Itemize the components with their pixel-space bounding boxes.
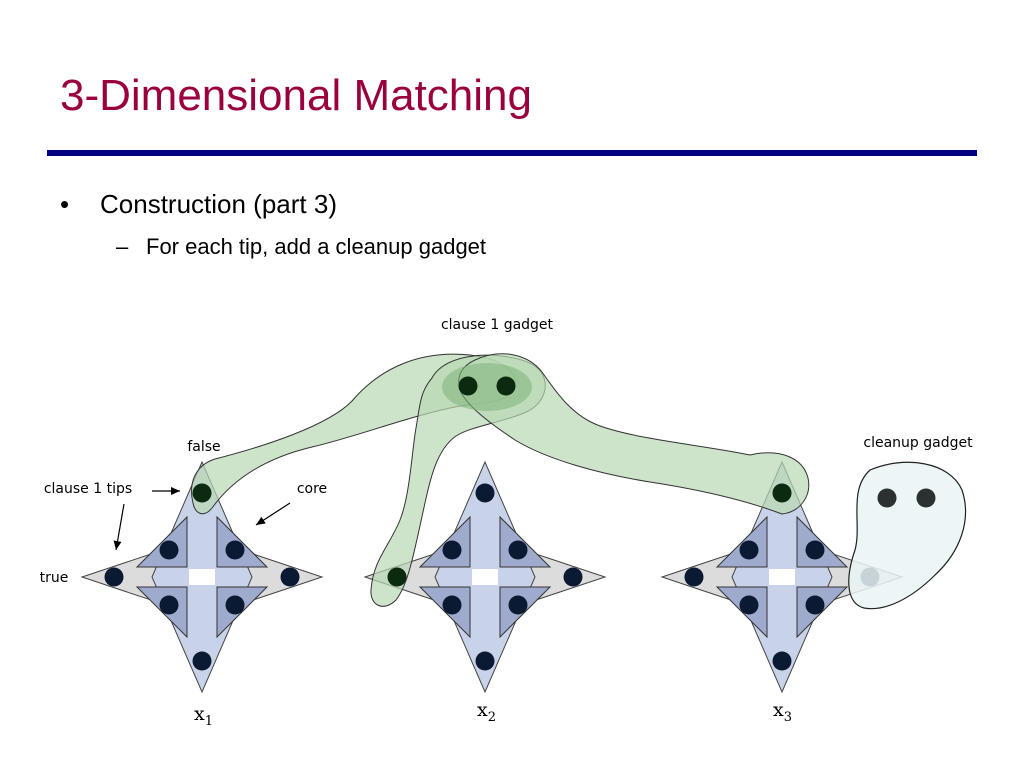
cleanup-node — [877, 488, 897, 508]
variable-label-x1: x1 — [194, 703, 213, 729]
true-label: true — [40, 570, 69, 586]
bullet-mark: • — [60, 189, 70, 219]
clause-tip-x2 — [387, 567, 407, 587]
clause-tips-arrow — [113, 503, 125, 551]
cleanup-gadget-region — [848, 461, 967, 610]
clause-node — [496, 376, 516, 396]
clause-gadget-core — [442, 363, 532, 411]
cleanup-node — [916, 488, 936, 508]
clause-node — [458, 376, 478, 396]
subbullet-item: –For each tip, add a cleanup gadget — [116, 231, 486, 263]
clause-tips-label: clause 1 tips — [44, 481, 132, 497]
cleanup-gadget-label: cleanup gadget — [863, 435, 973, 451]
clause-gadget-arm-x3 — [458, 353, 810, 515]
bullet-text: Construction (part 3) — [100, 189, 337, 219]
variable-label-x3: x3 — [773, 699, 792, 725]
core-arrow — [255, 502, 291, 526]
clause-tip-x1 — [192, 483, 212, 503]
subbullet-mark: – — [116, 234, 129, 259]
clause-tip-x3 — [772, 483, 792, 503]
title-divider — [47, 150, 977, 156]
subbullet-text: For each tip, add a cleanup gadget — [146, 234, 487, 259]
slide-title: 3-Dimensional Matching — [60, 71, 532, 120]
false-label: false — [187, 439, 220, 455]
variable-label-x2: x2 — [477, 699, 496, 725]
core-label: core — [297, 481, 327, 497]
bullet-item: • Construction (part 3) — [60, 186, 337, 222]
clause-gadget-label: clause 1 gadget — [441, 317, 554, 333]
